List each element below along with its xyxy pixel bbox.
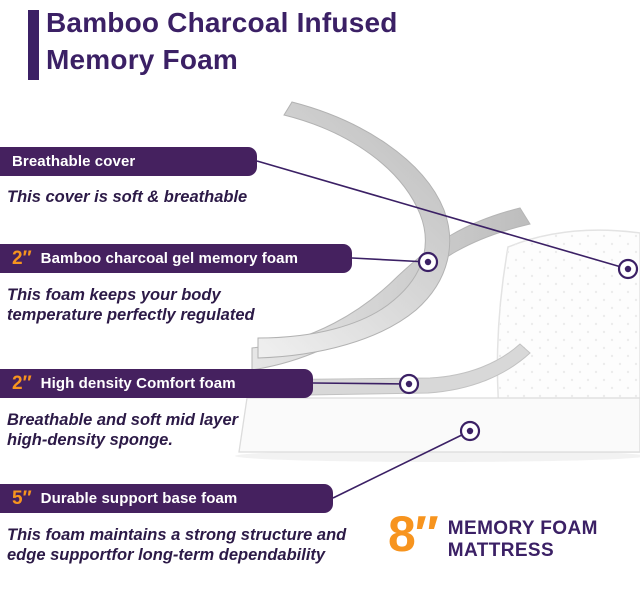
leader-line-breathable-cover (256, 160, 629, 270)
label-pill-memory-foam: 2″ Bamboo charcoal gel memory foam (0, 244, 352, 273)
badge-text: MEMORY FOAM MATTRESS (448, 518, 598, 562)
badge-line-1: MEMORY FOAM (447, 518, 598, 539)
desc-line: This foam keeps your body (7, 286, 221, 304)
marker-base-foam (459, 420, 481, 442)
title-accent-bar (28, 10, 39, 80)
desc-line: Breathable and soft mid layer (7, 411, 239, 429)
layer-size-memory-foam: 2″ (12, 247, 32, 269)
layer-desc-comfort-foam: Breathable and soft mid layer high-densi… (7, 410, 238, 450)
label-pill-breathable-cover: Breathable cover (0, 147, 257, 176)
mattress-shadow (235, 450, 640, 462)
desc-line: This foam maintains a strong structure a… (7, 526, 347, 544)
desc-line: edge supportfor long-term dependability (7, 546, 326, 564)
layer-desc-memory-foam: This foam keeps your body temperature pe… (7, 285, 255, 325)
layer-name-base-foam: Durable support base foam (40, 490, 238, 507)
layer-desc-base-foam: This foam maintains a strong structure a… (7, 525, 346, 565)
layer-desc-breathable-cover: This cover is soft & breathable (7, 187, 247, 207)
leader-line-memory-foam (351, 257, 429, 263)
layer-name-breathable-cover: Breathable cover (12, 153, 136, 170)
badge-line-2: MATTRESS (447, 540, 555, 561)
desc-line: temperature perfectly regulated (7, 306, 255, 324)
layer-size-base-foam: 5″ (12, 487, 32, 509)
marker-comfort-foam (398, 373, 420, 395)
page-title: Bamboo Charcoal Infused Memory Foam (46, 4, 398, 78)
label-pill-comfort-foam: 2″ High density Comfort foam (0, 369, 313, 398)
mattress-side-quilt-texture (497, 230, 640, 452)
marker-memory-foam (417, 251, 439, 273)
layer-name-memory-foam: Bamboo charcoal gel memory foam (40, 250, 299, 267)
title-line-1: Bamboo Charcoal Infused (46, 7, 398, 38)
leader-line-comfort-foam (312, 382, 410, 385)
base-foam-layer (238, 397, 640, 453)
desc-line: high-density sponge. (7, 431, 173, 449)
layer-name-comfort-foam: High density Comfort foam (40, 375, 236, 392)
marker-breathable-cover (617, 258, 639, 280)
layer-size-comfort-foam: 2″ (12, 372, 32, 394)
leader-line-base-foam (332, 430, 471, 499)
desc-line: This cover is soft & breathable (7, 188, 248, 206)
mattress-size-badge: 8″ MEMORY FOAM MATTRESS (388, 506, 598, 562)
badge-size: 8″ (388, 506, 439, 562)
label-pill-base-foam: 5″ Durable support base foam (0, 484, 333, 513)
title-line-2: Memory Foam (46, 44, 239, 75)
